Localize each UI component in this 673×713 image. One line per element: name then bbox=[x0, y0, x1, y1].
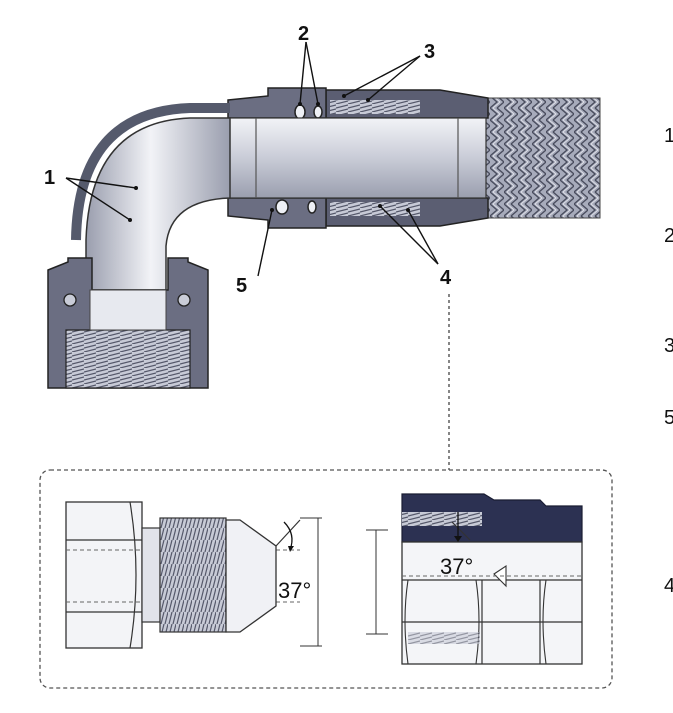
main-cross-section: 1 2 3 5 4 bbox=[44, 23, 601, 470]
female-flare-fitting: 37° bbox=[366, 493, 583, 665]
o-ring-top-1 bbox=[294, 104, 306, 120]
side-label-3: 3 bbox=[664, 335, 673, 357]
callout-2: 2 bbox=[298, 23, 309, 45]
side-label-1: 1 bbox=[664, 125, 673, 147]
braided-hose bbox=[485, 97, 601, 219]
socket-thread-bottom bbox=[330, 202, 420, 216]
nipple-top bbox=[227, 87, 327, 119]
left-angle-label: 37° bbox=[278, 578, 311, 603]
male-thread bbox=[65, 329, 191, 389]
callout-1: 1 bbox=[44, 167, 55, 189]
female-thread bbox=[402, 512, 482, 526]
callout-5: 5 bbox=[236, 275, 247, 297]
male-flare-fitting: 37° bbox=[65, 501, 322, 649]
socket-thread-top bbox=[330, 100, 420, 114]
callout-3: 3 bbox=[424, 41, 435, 63]
o-ring-bottom-2 bbox=[307, 200, 317, 214]
side-label-5: 5 bbox=[664, 407, 673, 429]
detail-box: 37° 37° bbox=[39, 469, 613, 689]
callout-4: 4 bbox=[440, 267, 452, 289]
side-label-4: 4 bbox=[664, 575, 673, 597]
leader-lines bbox=[65, 41, 439, 277]
o-ring-top-2 bbox=[313, 105, 323, 119]
inner-tube-straight bbox=[227, 117, 487, 199]
side-labels: 1 2 3 5 4 bbox=[664, 125, 673, 597]
right-angle-label: 37° bbox=[440, 554, 473, 579]
male-flare-thread bbox=[159, 517, 227, 633]
side-label-2: 2 bbox=[664, 225, 673, 247]
o-ring-bottom-1 bbox=[275, 199, 289, 215]
elbow-pipe bbox=[85, 117, 231, 291]
